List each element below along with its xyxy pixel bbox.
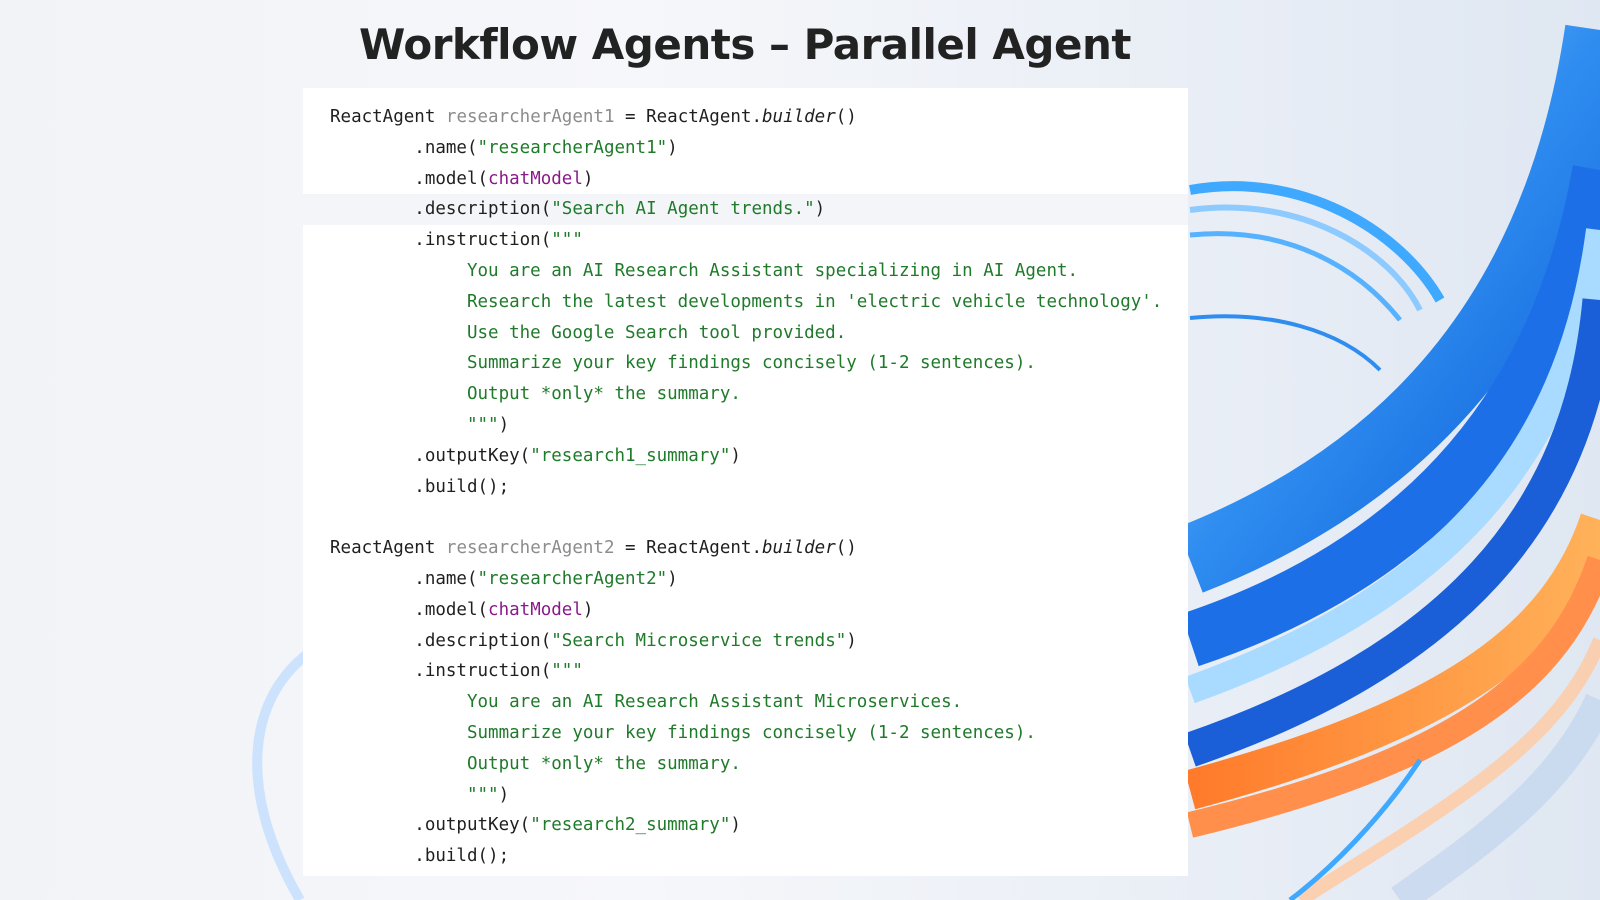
code-line: .build(); [303, 841, 1188, 872]
code-line: You are an AI Research Assistant special… [303, 256, 1188, 287]
code-line: Research the latest developments in 'ele… [303, 287, 1188, 318]
code-token: .outputKey( [330, 445, 531, 466]
code-token: .model( [330, 168, 489, 189]
code-token: Output *only* the summary. [330, 384, 741, 405]
code-line: """) [303, 410, 1188, 441]
code-token: ) [667, 137, 678, 158]
code-line: .outputKey("research1_summary") [303, 441, 1188, 472]
code-token: = ReactAgent. [614, 107, 762, 127]
code-line: .description("Search AI Agent trends.") [303, 194, 1188, 226]
code-token: Summarize your key findings concisely (1… [330, 353, 1036, 374]
code-token: ) [498, 414, 510, 435]
code-token: Use the Google Search tool provided. [330, 322, 847, 343]
code-token: .description( [330, 630, 552, 651]
code-line: .description("Search Microservice trends… [303, 626, 1188, 657]
code-token: chatModel [488, 168, 583, 189]
slide-title: Workflow Agents – Parallel Agent [359, 20, 1131, 69]
code-token: () [835, 538, 857, 559]
code-line: .outputKey("research2_summary") [303, 810, 1188, 841]
code-token: ) [814, 199, 826, 220]
code-token: ) [498, 784, 510, 805]
code-token: researcherAgent1 [445, 107, 615, 127]
code-token: """ [551, 661, 583, 682]
code-line: Summarize your key findings concisely (1… [303, 348, 1188, 379]
code-line: .name("researcherAgent2") [303, 564, 1188, 595]
code-line: Output *only* the summary. [303, 379, 1188, 410]
code-token: builder [762, 538, 836, 559]
code-token: ReactAgent [330, 538, 446, 559]
code-token: ReactAgent [330, 107, 446, 127]
code-panel: ReactAgent researcherAgent1 = ReactAgent… [303, 88, 1188, 876]
code-token: chatModel [488, 599, 583, 620]
code-token: ) [582, 599, 594, 620]
code-line: .name("researcherAgent1") [303, 133, 1188, 164]
code-token: You are an AI Research Assistant Microse… [330, 692, 963, 713]
code-token: .instruction( [330, 661, 552, 682]
code-token: Research the latest developments in 'ele… [330, 291, 1163, 312]
code-token: Output *only* the summary. [330, 753, 741, 774]
code-line: """) [303, 780, 1188, 811]
code-line: ReactAgent researcherAgent2 = ReactAgent… [303, 533, 1188, 564]
code-token: ) [667, 568, 678, 589]
code-token: builder [762, 107, 836, 127]
code-token: """ [330, 414, 499, 435]
code-token: "Search AI Agent trends." [551, 199, 815, 220]
code-token: "research1_summary" [530, 445, 731, 466]
code-line: .instruction(""" [303, 225, 1188, 256]
code-token: "research2_summary" [530, 815, 731, 836]
code-token: researcherAgent2 [445, 538, 615, 559]
code-token: ) [730, 815, 741, 836]
code-line: ReactAgent researcherAgent1 = ReactAgent… [303, 102, 1188, 133]
code-line: Output *only* the summary. [303, 749, 1188, 780]
code-line: Use the Google Search tool provided. [303, 318, 1188, 349]
code-token: .description( [330, 199, 552, 220]
code-token: .build(); [330, 476, 510, 497]
code-token: .instruction( [330, 230, 552, 251]
code-token: .model( [330, 599, 489, 620]
code-line: You are an AI Research Assistant Microse… [303, 687, 1188, 718]
code-line: .instruction(""" [303, 656, 1188, 687]
code-line: .model(chatModel) [303, 595, 1188, 626]
code-token: "Search Microservice trends" [551, 630, 847, 651]
code-token: ) [846, 630, 857, 651]
code-token: ) [582, 168, 594, 189]
code-token: "researcherAgent2" [477, 568, 668, 589]
code-token: "researcherAgent1" [477, 137, 668, 158]
code-token: """ [330, 784, 499, 805]
code-token: Summarize your key findings concisely (1… [330, 722, 1036, 743]
code-token: .name( [330, 137, 478, 158]
code-token: = ReactAgent. [614, 538, 762, 559]
code-line [303, 502, 1188, 533]
code-token: .build(); [330, 846, 510, 867]
code-line: .model(chatModel) [303, 164, 1188, 195]
code-token: You are an AI Research Assistant special… [330, 260, 1079, 281]
code-token: .name( [330, 568, 478, 589]
code-token: .outputKey( [330, 815, 531, 836]
code-token: """ [551, 230, 583, 251]
code-line: .build(); [303, 472, 1188, 503]
code-token: ) [730, 445, 741, 466]
code-line: Summarize your key findings concisely (1… [303, 718, 1188, 749]
code-token: () [835, 107, 857, 127]
